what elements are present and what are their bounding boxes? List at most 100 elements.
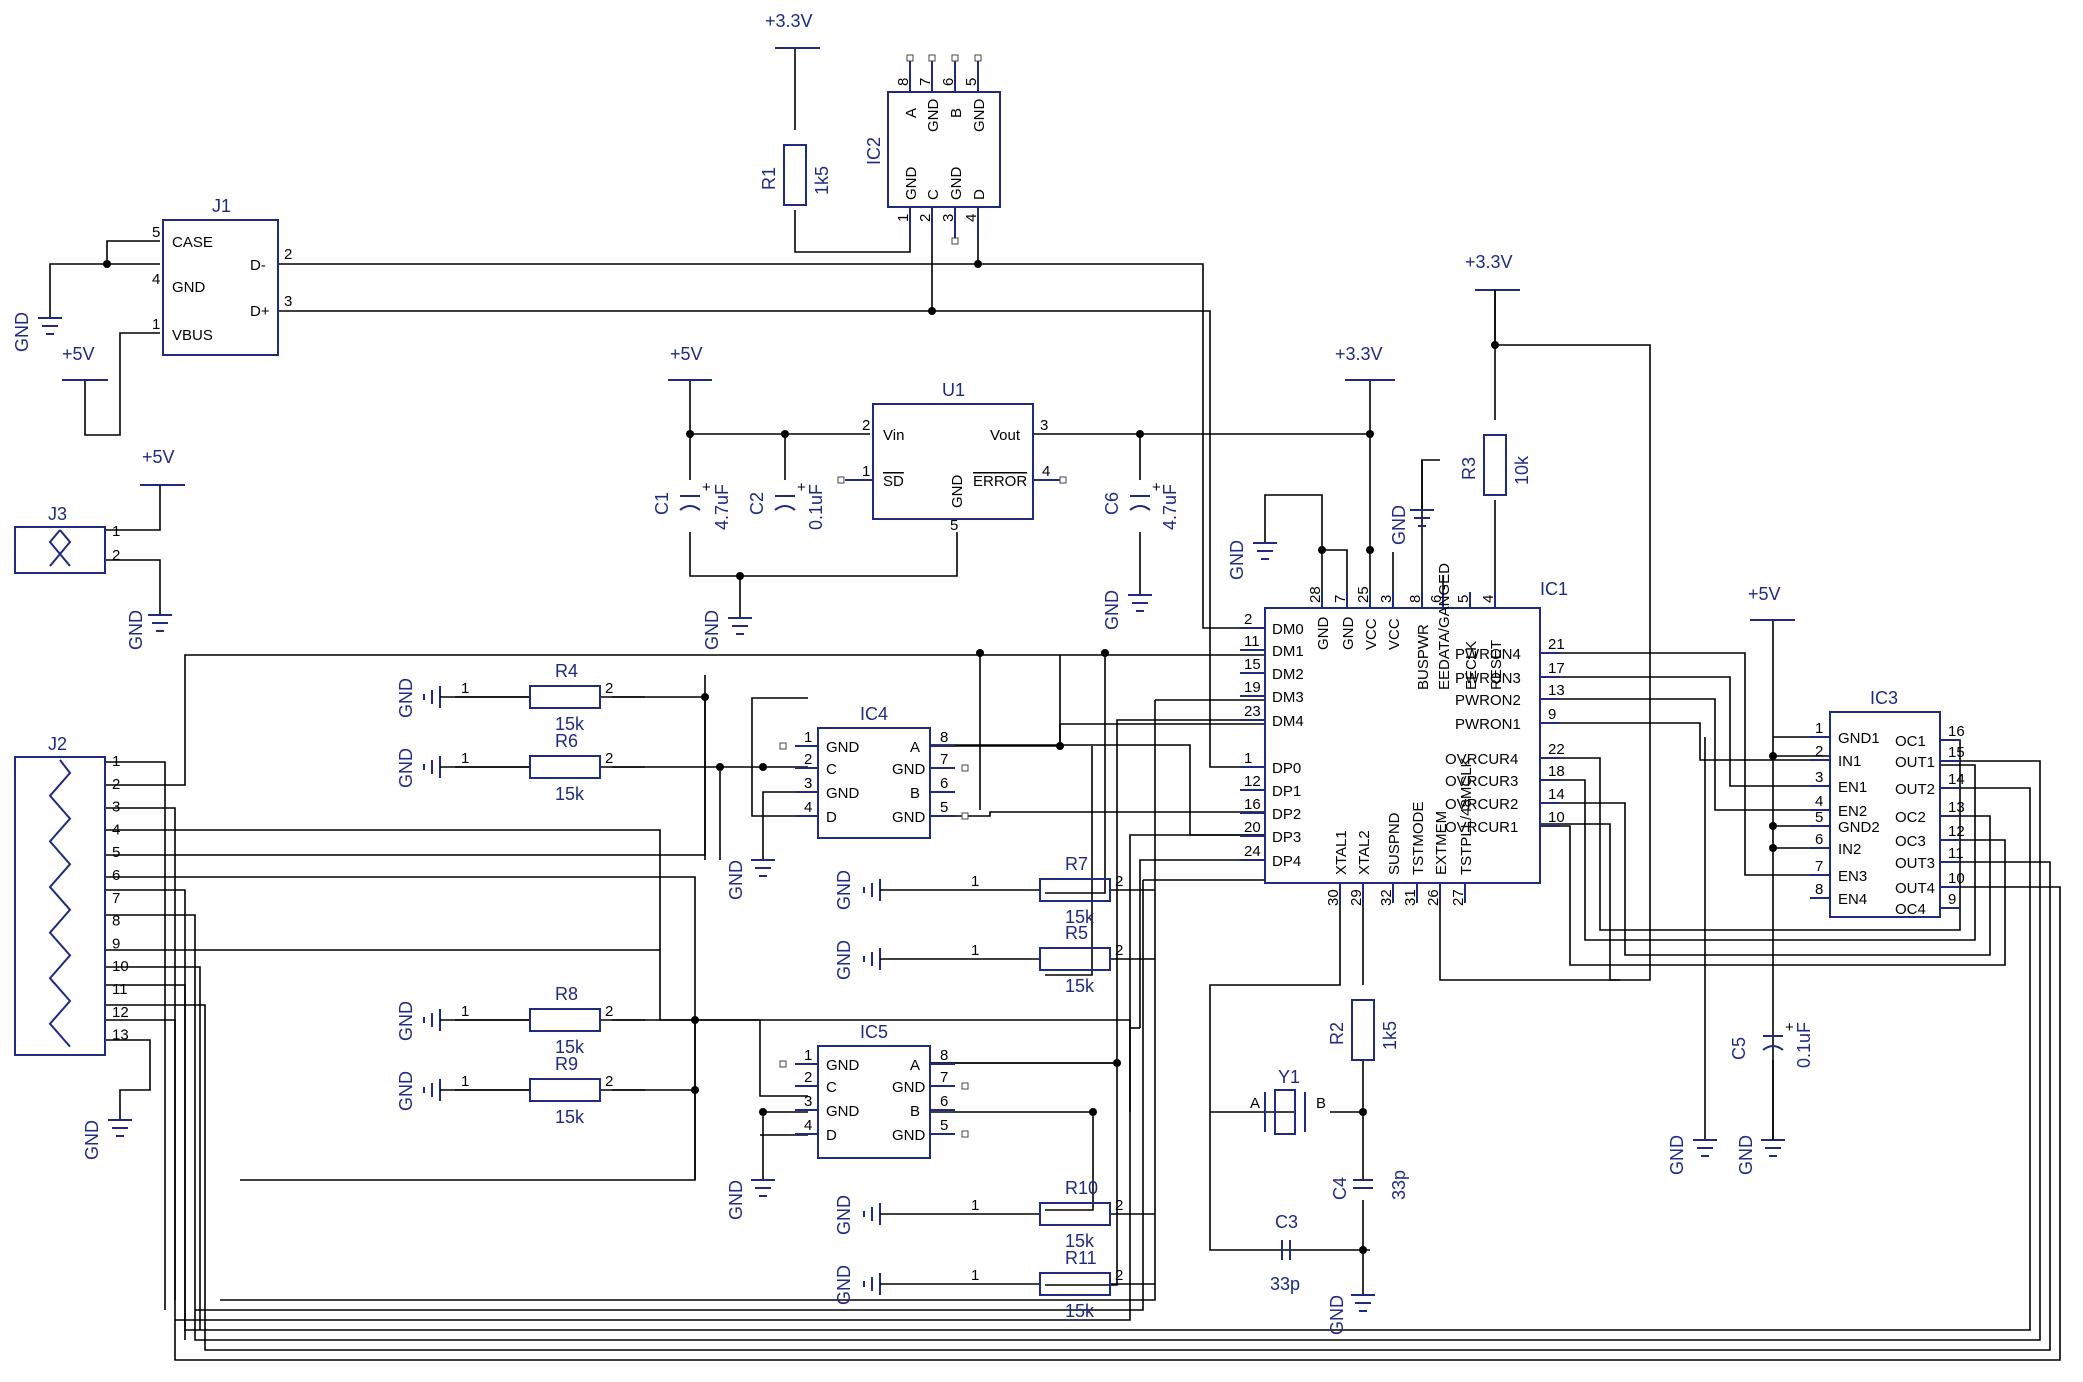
svg-text:GND: GND: [834, 870, 854, 910]
svg-text:8: 8: [895, 78, 912, 86]
resistor-body: [1039, 1202, 1111, 1226]
svg-text:+: +: [1785, 1019, 1794, 1036]
ic3-pin-label: OC1: [1895, 733, 1926, 750]
svg-text:J2: J2: [48, 734, 67, 754]
j2-pin-number: 12: [112, 1004, 129, 1021]
svg-text:D: D: [971, 189, 988, 200]
ic3-pin-number: 1: [1815, 720, 1823, 737]
svg-text:SD: SD: [883, 473, 904, 490]
ic1-pin-number: 4: [1480, 595, 1497, 603]
resistor-pin-number: 1: [461, 1073, 469, 1090]
svg-text:6: 6: [940, 78, 957, 86]
ic1-pin-number: 21: [1548, 636, 1565, 653]
ic1-pin-number: 18: [1548, 763, 1565, 780]
ic3-pin-label: OUT1: [1895, 754, 1935, 771]
ic4-pin-label: A: [910, 739, 920, 756]
resistor-pin-number: 1: [461, 680, 469, 697]
ic1-pin-number: 31: [1402, 889, 1419, 906]
resistor-body: [1039, 947, 1111, 971]
svg-text:+: +: [702, 479, 711, 496]
ic3-pin-number: 5: [1815, 809, 1823, 826]
resistor-pin-number: 1: [461, 1003, 469, 1020]
ic1-pin-label: PWRON1: [1455, 716, 1521, 733]
ic1-pin-label: VCC: [1363, 618, 1380, 650]
svg-text:1: 1: [862, 463, 870, 480]
svg-text:GND: GND: [726, 860, 746, 900]
ic3-pin-label: IN2: [1838, 841, 1861, 858]
ic1-pin-number: 30: [1325, 889, 1342, 906]
ic3-pin-label: OUT2: [1895, 781, 1935, 798]
svg-text:GND: GND: [396, 678, 416, 718]
ic5-unconnected-pin: [961, 1130, 969, 1138]
ic1-pin-label: SUSPND: [1386, 812, 1403, 875]
v5-u1: +5V: [668, 344, 712, 381]
ic3-pin-label: EN1: [1838, 779, 1867, 796]
ic1-hub-controller: IC1 DM02DM111DM215DM319DM423DP01DP112DP2…: [1240, 563, 1568, 906]
ic5-pin-number: 4: [804, 1117, 812, 1134]
svg-text:GND: GND: [126, 610, 146, 650]
svg-text:5: 5: [963, 78, 980, 86]
resistor-ref: R11: [1065, 1248, 1097, 1268]
svg-text:C5: C5: [1729, 1037, 1749, 1060]
j2-pin-number: 3: [112, 799, 120, 816]
j2-contact-zigzag: [48, 759, 72, 1048]
resistor-value: 15k: [1065, 1231, 1095, 1251]
ic3-pin-number: 12: [1948, 823, 1965, 840]
ic3-pin-label: OC3: [1895, 833, 1926, 850]
ic1-pin-label: DM4: [1272, 713, 1304, 730]
ic4-pin-number: 8: [940, 729, 948, 746]
v5-ic3: +5V: [1748, 584, 1795, 621]
ic3-pin-label: OC2: [1895, 809, 1926, 826]
ic5-pin-label: C: [826, 1079, 837, 1096]
svg-text:+3.3V: +3.3V: [1335, 344, 1383, 364]
svg-text:GND: GND: [834, 940, 854, 980]
svg-text:GND: GND: [396, 1001, 416, 1041]
ic3-pin-number: 6: [1815, 831, 1823, 848]
svg-text:GND: GND: [948, 167, 965, 201]
svg-text:3: 3: [1040, 417, 1048, 434]
svg-text:0.1uF: 0.1uF: [1794, 1022, 1814, 1068]
svg-text:J1: J1: [212, 196, 231, 216]
svg-text:GND: GND: [1102, 590, 1122, 630]
ic5-pin-number: 5: [940, 1117, 948, 1134]
ic1-pin-number: 11: [1244, 633, 1260, 650]
resistor-ref: R4: [555, 661, 578, 681]
ic3-pin-label: IN1: [1838, 753, 1861, 770]
capacitors: C1 4.7uF + C2 0.1uF + C6 4.7uF + C5 0.1u…: [652, 479, 1814, 1294]
j2-pin-number: 4: [112, 821, 120, 838]
ic4-pin-number: 1: [804, 729, 812, 746]
ic1-pin-number: 9: [1548, 706, 1556, 723]
ic3-pin-number: 11: [1948, 845, 1964, 862]
ic1-pin-number: 27: [1450, 889, 1467, 906]
ic1-pin-number: 2: [1244, 611, 1252, 628]
resistor-pin-number: 2: [605, 1073, 613, 1090]
ic4-unconnected-pin: [961, 764, 969, 772]
ic5-pin-label: GND: [892, 1127, 926, 1144]
v33-u1: +3.3V: [1335, 344, 1395, 381]
ic5-pin-number: 1: [804, 1047, 812, 1064]
junctions: [103, 260, 1777, 1254]
svg-text:C3: C3: [1275, 1212, 1298, 1232]
resistor-ref: R8: [555, 984, 578, 1004]
resistor-ref: R10: [1065, 1178, 1098, 1198]
svg-text:D+: D+: [250, 303, 270, 320]
svg-text:GND: GND: [971, 99, 988, 133]
ic1-pin-label: OVRCUR2: [1445, 796, 1518, 813]
svg-text:GND: GND: [925, 99, 942, 133]
resistor-ref: R2: [1327, 1022, 1347, 1045]
ic1-pin-label: XTAL1: [1333, 830, 1350, 875]
ic1-pin-label: GND: [1315, 617, 1332, 651]
ic1-pin-number: 22: [1548, 741, 1565, 758]
svg-text:1: 1: [112, 523, 120, 540]
supply-symbols: +3.3V +3.3V +3.3V +5V +5V +5V +5V GND GN…: [12, 11, 1795, 1335]
ic3-pin-label: OUT3: [1895, 855, 1935, 872]
svg-text:+3.3V: +3.3V: [765, 11, 813, 31]
svg-text:GND: GND: [903, 167, 920, 201]
ic5-pin-number: 6: [940, 1093, 948, 1110]
ic5-pin-label: GND: [826, 1057, 860, 1074]
svg-text:4.7uF: 4.7uF: [712, 484, 732, 530]
ic1-pin-label: RESET: [1488, 640, 1505, 690]
